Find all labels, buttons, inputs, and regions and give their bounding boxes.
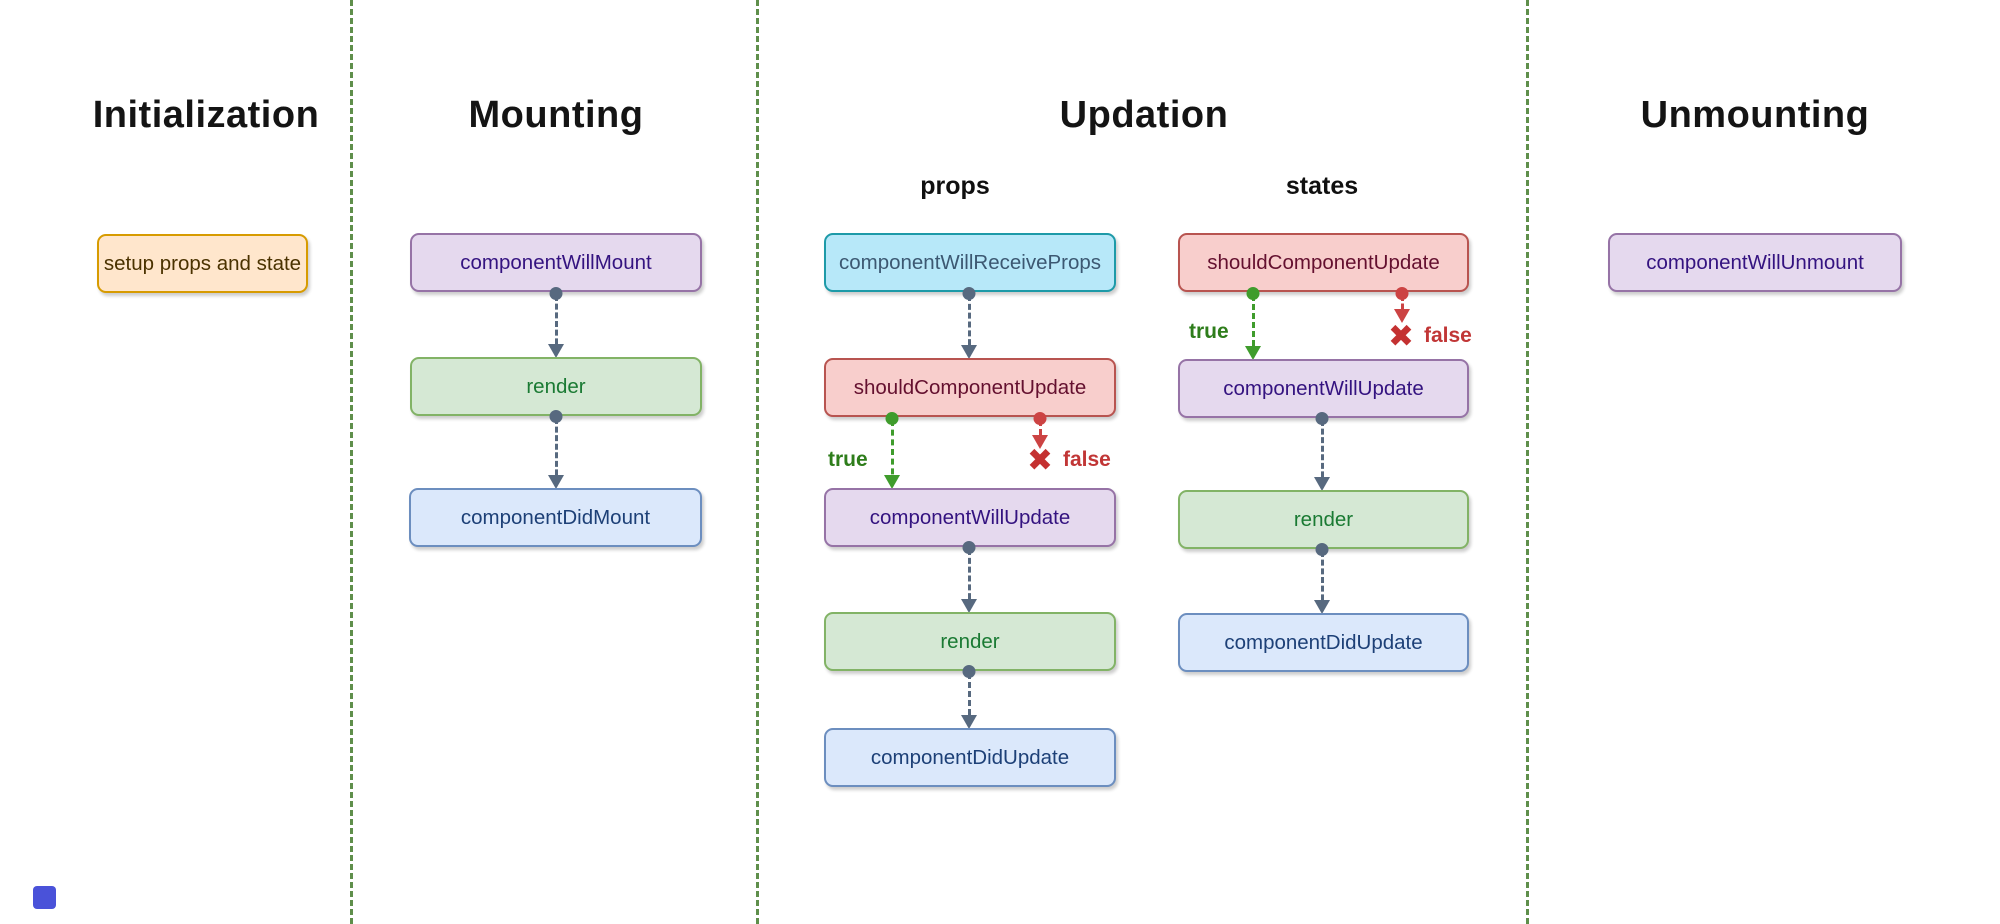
false-branch-arrow [1393,287,1411,323]
flow-arrow-willupdate-to-render [1313,412,1331,491]
node-mount-render: render [410,357,702,416]
false-branch-label: false [1063,448,1111,471]
section-title-initialization: Initialization [92,94,320,136]
node-states-should-component-update: shouldComponentUpdate [1178,233,1469,292]
section-title-unmounting: Unmounting [1640,94,1870,136]
true-branch-label: true [828,448,868,471]
node-states-render: render [1178,490,1469,549]
node-setup-props-and-state: setup props and state [97,234,308,293]
true-branch-arrow [1244,287,1262,360]
node-component-will-receive-props: componentWillReceiveProps [824,233,1116,292]
node-states-component-will-update: componentWillUpdate [1178,359,1469,418]
flow-arrow-willmount-to-render [547,287,565,358]
node-props-component-did-update: componentDidUpdate [824,728,1116,787]
node-component-will-unmount: componentWillUnmount [1608,233,1902,292]
node-states-component-did-update: componentDidUpdate [1178,613,1469,672]
node-component-did-mount: componentDidMount [409,488,702,547]
section-divider [350,0,353,924]
column-label-props: props [920,172,990,200]
false-x-icon: ✖ [1027,442,1053,478]
node-props-component-will-update: componentWillUpdate [824,488,1116,547]
section-title-mounting: Mounting [468,94,644,136]
flow-arrow-willupdate-to-render [960,541,978,613]
flow-arrow-receiveprops-to-shouldupdate [960,287,978,359]
false-branch-label: false [1424,324,1472,347]
blue-marker [33,886,56,909]
false-x-icon: ✖ [1388,318,1414,354]
section-divider [1526,0,1529,924]
true-branch-label: true [1189,320,1229,343]
section-title-updation: Updation [1059,94,1229,136]
flow-arrow-render-to-didupdate [1313,543,1331,614]
section-divider [756,0,759,924]
false-branch-arrow [1031,412,1049,449]
flow-arrow-render-to-didmount [547,410,565,489]
column-label-states: states [1285,172,1359,200]
flow-arrow-render-to-didupdate [960,665,978,729]
node-component-will-mount: componentWillMount [410,233,702,292]
node-props-render: render [824,612,1116,671]
node-props-should-component-update: shouldComponentUpdate [824,358,1116,417]
true-branch-arrow [883,412,901,489]
